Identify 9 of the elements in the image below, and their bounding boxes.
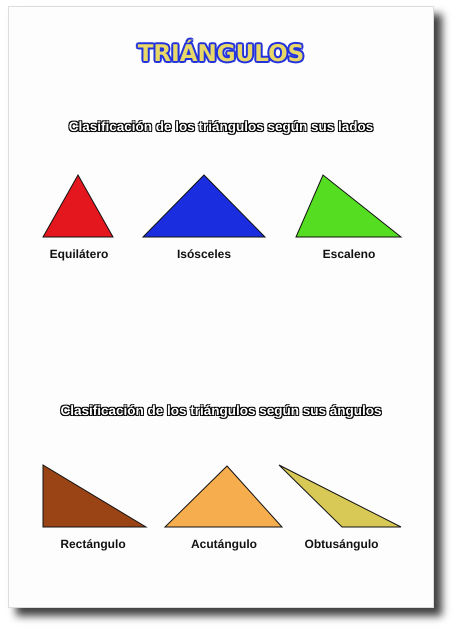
- triangle-label: Isósceles: [176, 247, 232, 261]
- triangle-label: Rectángulo: [60, 537, 126, 551]
- triangle-label: Equilátero: [50, 247, 108, 261]
- title: TRIÁNGULOS: [136, 41, 306, 67]
- triangle-label: Obtusángulo: [304, 537, 378, 551]
- section-heading: Clasificación de los triángulos según sus lados: [67, 119, 375, 134]
- triangle-label: Escaleno: [322, 247, 376, 261]
- triangle-label: Acutángulo: [191, 537, 257, 551]
- section-heading: Clasificación de los triángulos según sus ángulos: [59, 403, 383, 418]
